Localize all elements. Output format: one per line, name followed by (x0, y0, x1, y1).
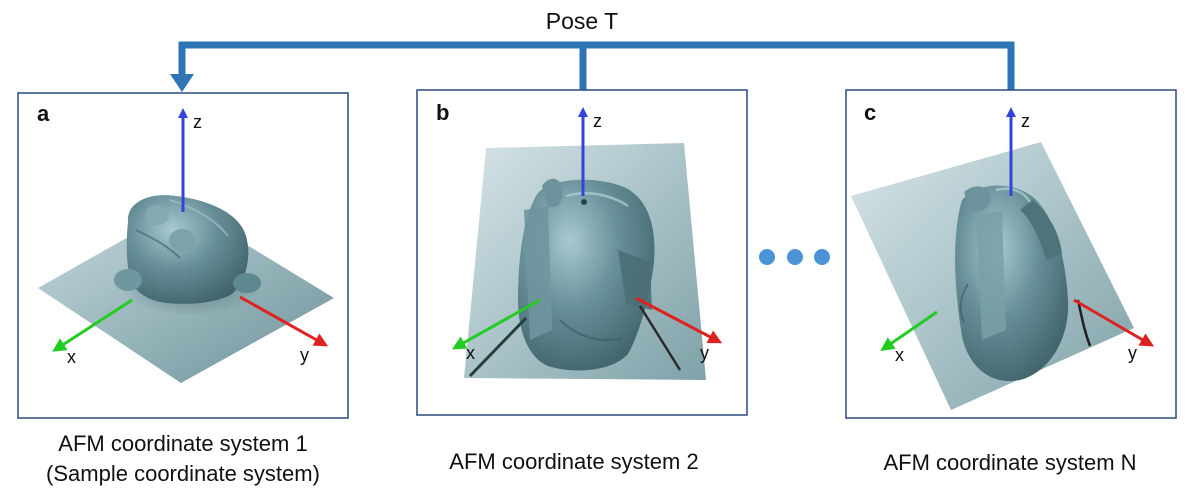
ellipsis-dot (814, 249, 830, 265)
ellipsis-dot (787, 249, 803, 265)
panel-a-caption-line-2: (Sample coordinate system) (46, 461, 320, 486)
panel-a-caption-line-1: AFM coordinate system 1 (58, 431, 307, 456)
panel-c-x-label: x (895, 345, 904, 365)
panel-b-tether-left (468, 316, 528, 378)
pose-label: Pose T (546, 8, 618, 34)
panel-a-z-label: z (193, 112, 202, 132)
pose-arrow-line (178, 41, 1015, 90)
panel-a: a z x y AFM coordinate system 1 (Sample … (17, 92, 349, 486)
panel-b-y-label: y (700, 343, 709, 363)
panel-c-y-label: y (1128, 343, 1137, 363)
panel-c-caption-line-1: AFM coordinate system N (883, 450, 1136, 475)
panel-b-caption-line-1: AFM coordinate system 2 (449, 449, 698, 474)
panel-a-letter: a (37, 101, 50, 126)
ellipsis-dots (759, 249, 830, 265)
panel-a-y-label: y (300, 345, 309, 365)
panel-b-z-label: z (593, 111, 602, 131)
panel-b-x-axis (451, 298, 541, 350)
panel-c-x-axis (880, 310, 938, 351)
panel-b-x-label: x (466, 343, 475, 363)
panel-c: c z x y AFM coordinate system N (845, 89, 1177, 475)
panel-c-sample-model (955, 185, 1069, 382)
panel-a-x-label: x (67, 347, 76, 367)
panel-c-z-label: z (1021, 111, 1030, 131)
panel-b-tether-right (638, 305, 682, 371)
panel-c-letter: c (864, 100, 876, 125)
panel-b-letter: b (436, 100, 449, 125)
panel-b: b z x y AFM coordinate system 2 (416, 89, 748, 474)
panel-c-y-axis (1073, 298, 1155, 347)
panel-a-sample-model (114, 195, 261, 304)
panel-a-x-axis (52, 298, 133, 352)
panel-a-y-axis (239, 295, 329, 347)
ellipsis-dot (759, 249, 775, 265)
pose-arrow-head (170, 74, 194, 92)
panel-b-y-axis (635, 296, 723, 344)
panel-b-sample-model (518, 178, 655, 371)
pose-arrow (170, 41, 1015, 92)
